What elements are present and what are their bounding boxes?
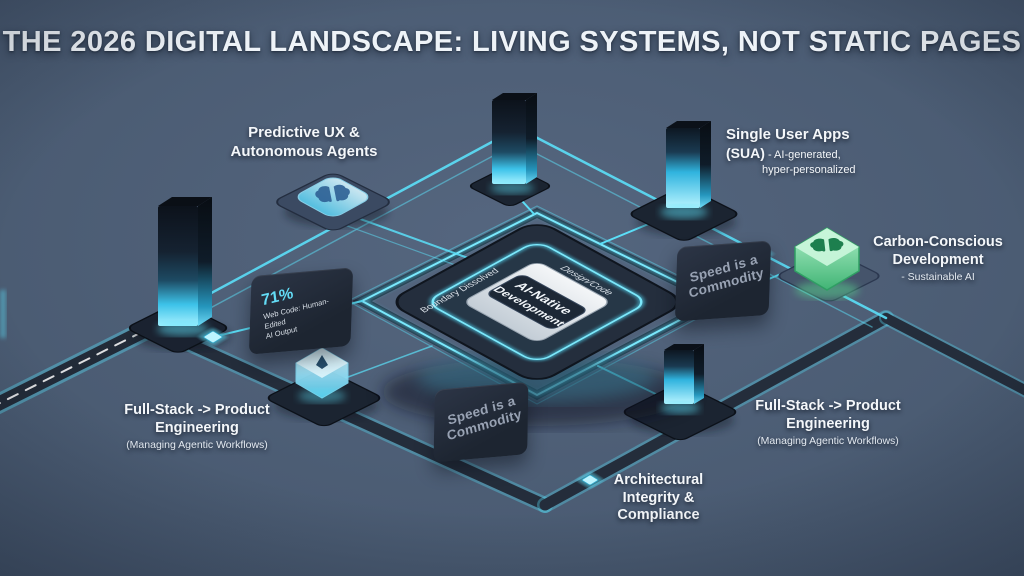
chip-label-band [488,275,586,329]
speed-panel-bottom: Speed is a Commodity [433,381,529,463]
sua-title: Single User Apps [726,126,850,143]
center-chip: AI-Native Development Boundary Dissolved… [382,224,692,426]
label-carbon-conscious: Carbon-Conscious Development - Sustainab… [858,234,1018,285]
label-fullstack-right: Full-Stack -> Product Engineering (Manag… [738,398,918,449]
carbon-subtitle: - Sustainable AI [901,271,975,284]
road-dashed-line [0,327,151,405]
label-fullstack-left: Full-Stack -> Product Engineering (Manag… [102,402,292,453]
predictive-tile [297,177,369,217]
label-single-user-apps: Single User Apps (SUA) - AI-generated, h… [726,126,916,178]
fullstack-left-subtitle: (Managing Agentic Workflows) [126,439,268,452]
label-architecture: Architectural Integrity & Compliance [613,472,704,524]
fullstack-left-title: Full-Stack -> Product Engineering [124,402,270,436]
brain-leaf-icon [810,238,844,252]
sua-personalized: hyper-personalized [762,163,856,176]
label-predictive-ux: Predictive UX & Autonomous Agents [230,124,378,160]
page-title: THE 2026 DIGITAL LANDSCAPE: LIVING SYSTE… [2,26,1022,58]
top-tower [490,93,537,194]
carbon-title: Carbon-Conscious Development [873,234,1003,268]
bottom-left-cube [295,347,349,403]
fullstack-right-title: Full-Stack -> Product Engineering [755,398,901,432]
left-tower [157,197,212,336]
sua-abbr: (SUA) [726,145,765,161]
sua-generated: - AI-generated, [764,149,841,161]
brain-icon [315,184,350,203]
speed-panel-right: Speed is a Commodity [674,240,772,322]
bottom-right-tower [660,344,704,414]
fullstack-right-subtitle: (Managing Agentic Workflows) [757,435,899,448]
stat-panel: 71% Web Code: Human-Edited AI Output [248,267,354,355]
sua-tower [660,121,711,219]
spark-icon [316,355,328,369]
carbon-cube [794,227,860,299]
